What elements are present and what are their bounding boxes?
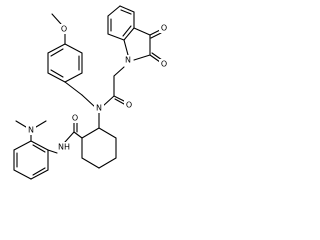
isatin-pyrrole-ring <box>123 27 151 61</box>
isatin-benzene-ring <box>107 5 135 41</box>
ketone-o-lower-text: O <box>161 60 167 69</box>
carboxamide-o-text: O <box>72 114 78 123</box>
atom-label-amide-o: O <box>124 100 134 110</box>
ketone-o-upper-text: O <box>161 24 167 33</box>
atom-label-dimethylamino-n: N <box>26 125 36 135</box>
atom-label-ketone-o-lower: O <box>159 59 169 69</box>
dimethylaminophenyl-ring <box>13 140 58 180</box>
atom-label-carboxamide-nh: NH <box>56 142 72 152</box>
benzyl-linker <box>64 81 96 108</box>
atom-label-isatin-n: N <box>123 55 133 65</box>
isatin-n-text: N <box>125 56 131 65</box>
methoxy-o-text: O <box>61 25 67 34</box>
dimethylamino-n-text: N <box>28 126 34 135</box>
atom-label-ketone-o-upper: O <box>159 23 169 33</box>
dimethylamino-group <box>15 120 47 142</box>
methoxy-group <box>51 13 66 45</box>
acetamide-linker <box>102 66 127 107</box>
cyclohexane-ring <box>81 112 117 169</box>
amide-o-text: O <box>126 101 132 110</box>
atom-label-amide-n: N <box>94 103 104 113</box>
molecule-structure: O N O O O N O NH N <box>13 5 169 180</box>
amide-n-text: N <box>96 104 102 113</box>
carboxamide-nh-text: NH <box>58 143 70 152</box>
atom-label-carboxamide-o: O <box>70 113 80 123</box>
isatin-carbonyls <box>149 29 163 63</box>
methoxyphenyl-ring <box>47 43 83 83</box>
carboxamide-group <box>64 121 83 143</box>
atom-label-methoxy-o: O <box>59 24 69 34</box>
